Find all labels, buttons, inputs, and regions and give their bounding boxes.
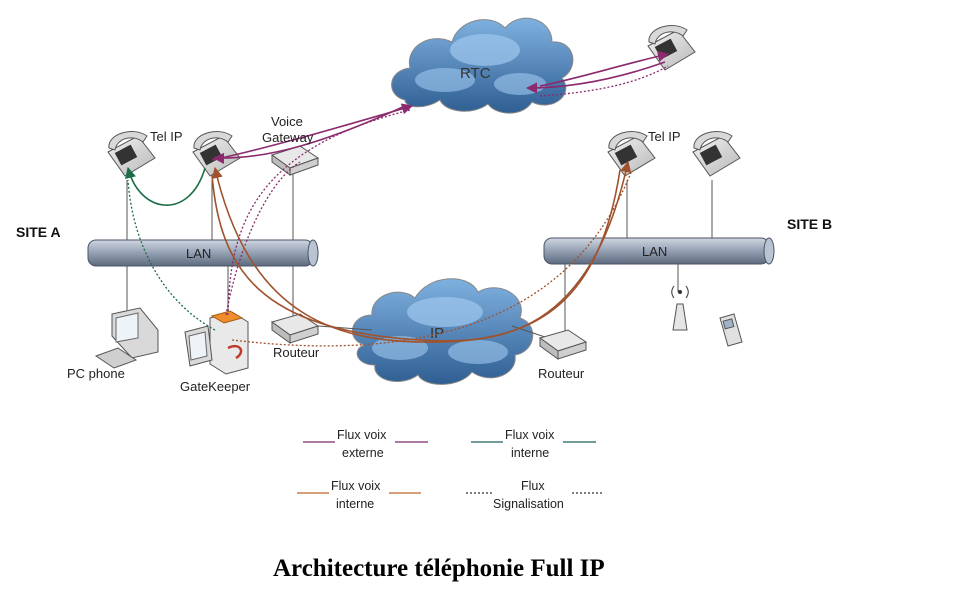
legend-label-2b: interne — [511, 446, 549, 460]
gatekeeper-device — [184, 310, 249, 375]
flow-internal-voice-green — [125, 166, 206, 206]
tel-ip-label-b: Tel IP — [648, 129, 681, 144]
legend-item-internal-voice-orange: Flux voix interne — [297, 479, 421, 511]
tel-ip-label-a: Tel IP — [150, 129, 183, 144]
flow-internal-voice-orange-out — [211, 160, 632, 342]
lan-bus-site-a: LAN — [87, 239, 319, 267]
legend-label-1a: Flux voix — [337, 428, 387, 442]
site-a-label: SITE A — [16, 224, 61, 240]
wifi-access-point — [671, 285, 689, 331]
flow-internal-voice-orange-in — [211, 166, 621, 343]
router-label-b: Routeur — [538, 366, 585, 381]
ip-label: IP — [430, 325, 444, 342]
legend-label-4a: Flux — [521, 479, 545, 493]
gatekeeper-label: GateKeeper — [180, 379, 251, 394]
legend-label-1b: externe — [342, 446, 384, 460]
pstn-phone — [647, 25, 696, 71]
legend-item-external-voice: Flux voix externe — [303, 428, 428, 460]
flow-signal-green — [127, 179, 216, 331]
flow-external-voice-in — [212, 105, 406, 164]
voice-gateway-device — [270, 145, 320, 176]
flow-external-voice-pstn-in — [525, 61, 666, 94]
ip-cloud: IP — [351, 278, 534, 385]
ip-phone-b2 — [692, 131, 741, 177]
legend-item-signalling: Flux Signalisation — [466, 479, 603, 511]
router-label-a: Routeur — [273, 345, 320, 360]
ip-phone-b1 — [607, 131, 656, 177]
rtc-cloud: RTC — [391, 17, 574, 114]
pc-phone-label: PC phone — [67, 366, 125, 381]
router-a-device — [270, 313, 320, 344]
lan-bus-site-b: LAN — [543, 237, 775, 265]
voice-gateway-label-line1: Voice — [271, 114, 303, 129]
legend-label-4b: Signalisation — [493, 497, 564, 511]
flow-signal-gk-rtc — [227, 109, 411, 316]
router-b-device — [538, 329, 588, 360]
diagram-title: Architecture téléphonie Full IP — [273, 555, 605, 582]
flows — [125, 50, 670, 347]
flow-external-voice-pstn-out — [539, 50, 670, 87]
lan-label-a: LAN — [186, 246, 211, 261]
flow-signal-orange — [231, 169, 633, 347]
flow-external-voice-out — [211, 103, 414, 161]
legend: Flux voix externe Flux voix interne Flux… — [297, 428, 603, 511]
mobile-phone — [719, 313, 743, 347]
flow-signal-rtc-pstn — [539, 65, 669, 97]
flow-signal-gk-gateway — [225, 161, 301, 316]
voice-gateway-label-line2: Gateway — [262, 130, 314, 145]
legend-label-2a: Flux voix — [505, 428, 555, 442]
site-b-label: SITE B — [787, 216, 832, 232]
ip-phone-a2 — [192, 131, 241, 177]
lan-label-b: LAN — [642, 244, 667, 259]
legend-label-3b: interne — [336, 497, 374, 511]
pc-phone-device — [94, 307, 159, 369]
rtc-label: RTC — [460, 65, 491, 82]
lan-drop-lines — [126, 168, 713, 339]
ip-phone-a1 — [107, 131, 156, 177]
legend-label-3a: Flux voix — [331, 479, 381, 493]
legend-item-internal-voice-green: Flux voix interne — [471, 428, 596, 460]
